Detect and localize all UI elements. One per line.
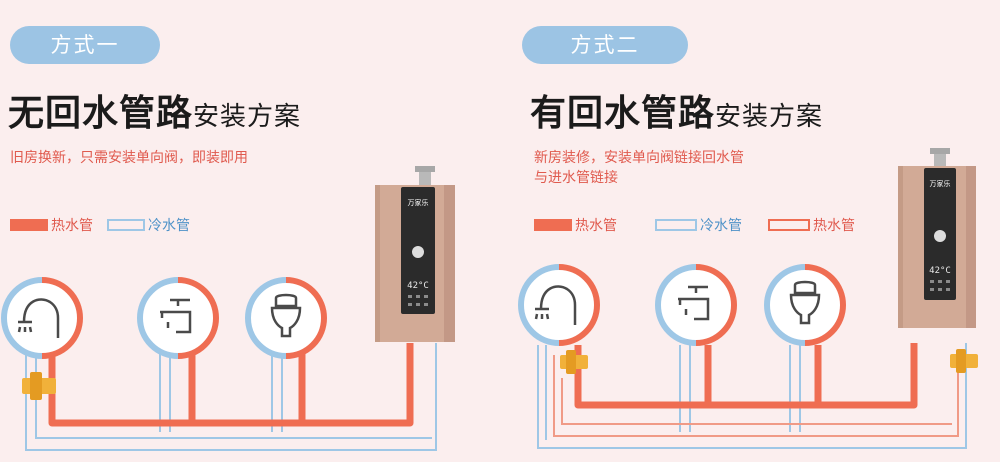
return-pipe-swatch (768, 219, 810, 231)
fixture-toilet (764, 264, 846, 346)
legend-cold: 冷水管 (107, 215, 190, 235)
fixture-shower (1, 277, 83, 359)
heater-display: 42°C (929, 266, 951, 276)
hot-pipe-swatch (10, 219, 48, 231)
title-bold: 有回水管路 (530, 93, 716, 134)
plumbing-diagram: 万家乐 42°C (518, 148, 978, 449)
cold-pipes (537, 343, 967, 449)
power-knob-icon (412, 246, 424, 258)
heater-buttons (408, 295, 428, 306)
method-badge: 方式一 (10, 26, 160, 64)
legend-hot-label: 热水管 (51, 218, 93, 234)
check-valve (22, 372, 56, 400)
panel-description: 旧房换新，只需安装单向阀，即装即用 (10, 150, 248, 166)
hot-pipes (574, 343, 918, 409)
hot-pipe-swatch (534, 219, 572, 231)
fixture-shower (518, 264, 600, 346)
legend-cold-label: 冷水管 (700, 218, 742, 234)
faucet-icon (160, 298, 192, 334)
fixture-faucet (655, 264, 737, 346)
method-badge: 方式二 (522, 26, 688, 64)
heater-brand: 万家乐 (930, 179, 951, 188)
title-bold: 无回水管路 (8, 93, 194, 134)
return-pipes (553, 355, 959, 437)
legend-hot: 热水管 (10, 215, 93, 235)
toilet-icon (789, 280, 821, 325)
pipe-legend: 热水管 冷水管 (10, 215, 204, 235)
legend-return: 热水管 (768, 215, 855, 235)
title-rest: 安装方案 (193, 102, 302, 132)
heater-buttons (930, 280, 950, 291)
legend-hot: 热水管 (534, 215, 617, 235)
legend-cold: 冷水管 (655, 215, 742, 235)
power-knob-icon (934, 230, 946, 242)
heater-display: 42°C (407, 281, 429, 291)
fixture-faucet (137, 277, 219, 359)
description-line-1: 新房装修，安装单向阀链接回水管 (534, 150, 744, 166)
heater-brand: 万家乐 (408, 198, 429, 207)
hot-pipes (48, 343, 414, 427)
pipe-legend: 热水管 冷水管 热水管 (534, 215, 869, 235)
check-valve (950, 349, 978, 373)
toilet-icon (270, 293, 302, 338)
panel-description: 新房装修，安装单向阀链接回水管 与进水管链接 (534, 148, 824, 188)
panel-no-return: 方式一 无回水管路安装方案 旧房换新，只需安装单向阀，即装即用 热水管 冷水管 (1, 26, 455, 451)
fixture-toilet (245, 277, 327, 359)
panel-with-return: 方式二 有回水管路安装方案 新房装修，安装单向阀链接回水管 与进水管链接 热水管… (500, 0, 1000, 462)
check-valve (560, 350, 588, 374)
legend-hot-label: 热水管 (575, 218, 617, 234)
water-heater: 万家乐 42°C (375, 166, 455, 342)
cold-pipe-swatch (107, 219, 145, 231)
shower-icon (534, 285, 577, 325)
panel-title: 有回水管路安装方案 (530, 84, 823, 136)
cold-pipe-swatch (655, 219, 697, 231)
title-rest: 安装方案 (715, 102, 824, 132)
description-line-2: 与进水管链接 (534, 170, 618, 186)
cold-pipes (25, 343, 437, 451)
shower-icon (17, 298, 60, 338)
water-heater: 万家乐 42°C (898, 148, 976, 328)
plumbing-diagram: 万家乐 42°C (1, 166, 455, 451)
faucet-icon (678, 285, 710, 321)
panel-title: 无回水管路安装方案 (8, 84, 301, 136)
legend-cold-label: 冷水管 (148, 218, 190, 234)
legend-return-label: 热水管 (813, 218, 855, 234)
